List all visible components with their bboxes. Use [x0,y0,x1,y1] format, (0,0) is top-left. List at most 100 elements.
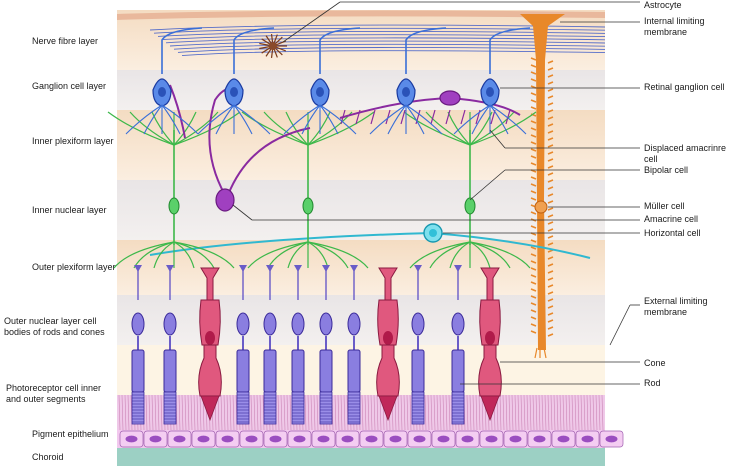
ganglion-dendrite [369,104,407,135]
bipolar-terminal [469,241,491,269]
bipolar-dendrite [307,111,375,146]
pigment-line [397,394,400,431]
pigment-nucleus [557,435,570,443]
nerve-fibre [169,40,606,47]
pigment-nucleus [437,435,450,443]
bipolar-cells [107,111,537,269]
muller-spine [530,253,554,260]
pigment-line [568,394,571,431]
pigment-line [124,394,127,431]
bipolar-terminal [307,241,369,269]
pigment-nucleus [125,435,138,443]
rod-spherule [322,265,330,272]
ganglion-dendrite [161,104,181,135]
pigment-line [259,394,262,431]
rod-outer-segment [319,391,333,425]
pigment-line [307,394,310,431]
horizontal-process [149,231,591,259]
pigment-line [508,394,511,431]
cone-soma [479,299,501,346]
pigment-line [184,394,187,431]
label-displaced-amacrine: Displaced amacrinre cell [644,143,727,164]
cone-outer-segment [200,395,220,422]
amacrine-process [169,84,186,139]
pigment-line [595,394,598,431]
displaced-amacrine-branch [505,109,511,125]
pigment-nucleus [413,435,426,443]
ganglion-nucleus [486,87,494,97]
pigment-line [541,394,544,431]
displaced-amacrine-branch [460,109,466,125]
ganglion-dendrite [215,104,235,135]
rod-inner-segment [347,349,361,393]
pigment-line [523,394,526,431]
pigment-line [520,394,523,431]
pigment-line [226,394,229,431]
pigment-line [538,394,541,431]
rod-spherule [294,265,302,272]
leader-amacrine [232,204,253,221]
ganglion-axon [405,27,447,74]
muller-spine [530,64,554,71]
muller-spine [530,309,554,316]
ganglion-nucleus [230,87,238,97]
ganglion-dendrite [125,104,163,135]
pigment-line [367,394,370,431]
muller-spine [530,274,554,281]
pigment-line [337,394,340,431]
label-outer-plexiform: Outer plexiform layer [32,262,116,272]
rod-outer-segment [236,391,250,425]
nerve-fibre [181,50,606,57]
rod-outer-segment [263,391,277,425]
muller-spine [530,239,554,246]
cone-nucleus [205,331,215,345]
pigment-line [577,394,580,431]
bipolar-terminal [449,241,471,269]
ganglion-dendrite [489,104,527,135]
label-rod: Rod [644,378,661,388]
bipolar-terminal [153,241,175,269]
rod-spherule [414,265,422,272]
bipolar-dendrite [469,111,493,146]
displaced-amacrine-branch [340,109,346,125]
leader-astrocyte [282,1,341,43]
pigment-line [187,394,190,431]
ganglion-dendrite [197,104,235,135]
rod-inner-segment [263,349,277,393]
pigment-line [223,394,226,431]
pigment-nucleus [173,435,186,443]
pigment-line [373,394,376,431]
leader-bipolar [469,169,506,201]
cone-inner-segment [478,344,502,397]
pigment-line [580,394,583,431]
pigment-line [433,394,436,431]
displaced-amacrine-branch [355,109,361,125]
label-cone: Cone [644,358,666,368]
muller-spine [530,295,554,302]
bipolar-terminal [247,241,309,269]
rod-spherule [166,265,174,272]
pigment-nucleus [293,435,306,443]
leader-elm [609,304,631,346]
muller-stem [520,14,565,350]
pigment-line [400,394,403,431]
amacrine-process [227,127,311,196]
ganglion-axon [319,27,361,74]
nerve-fibre [165,37,606,44]
rod-spherule [239,265,247,272]
pigment-nucleus [389,435,402,443]
muller-spine [530,281,554,288]
pigment-line [565,394,568,431]
rod-nucleus [451,312,465,336]
bipolar-dendrite [173,111,241,146]
muller-spine [530,78,554,85]
displaced-amacrine-soma [439,90,461,106]
band-photoreceptor [117,345,605,395]
pigment-line [253,394,256,431]
pigment-line [526,394,529,431]
muller-spine [530,330,554,337]
bipolar-dendrite [173,111,197,146]
rod-outer-segment [291,391,305,425]
rod-spherule [134,265,142,272]
label-ilm: Internal limiting membrane [644,16,705,37]
